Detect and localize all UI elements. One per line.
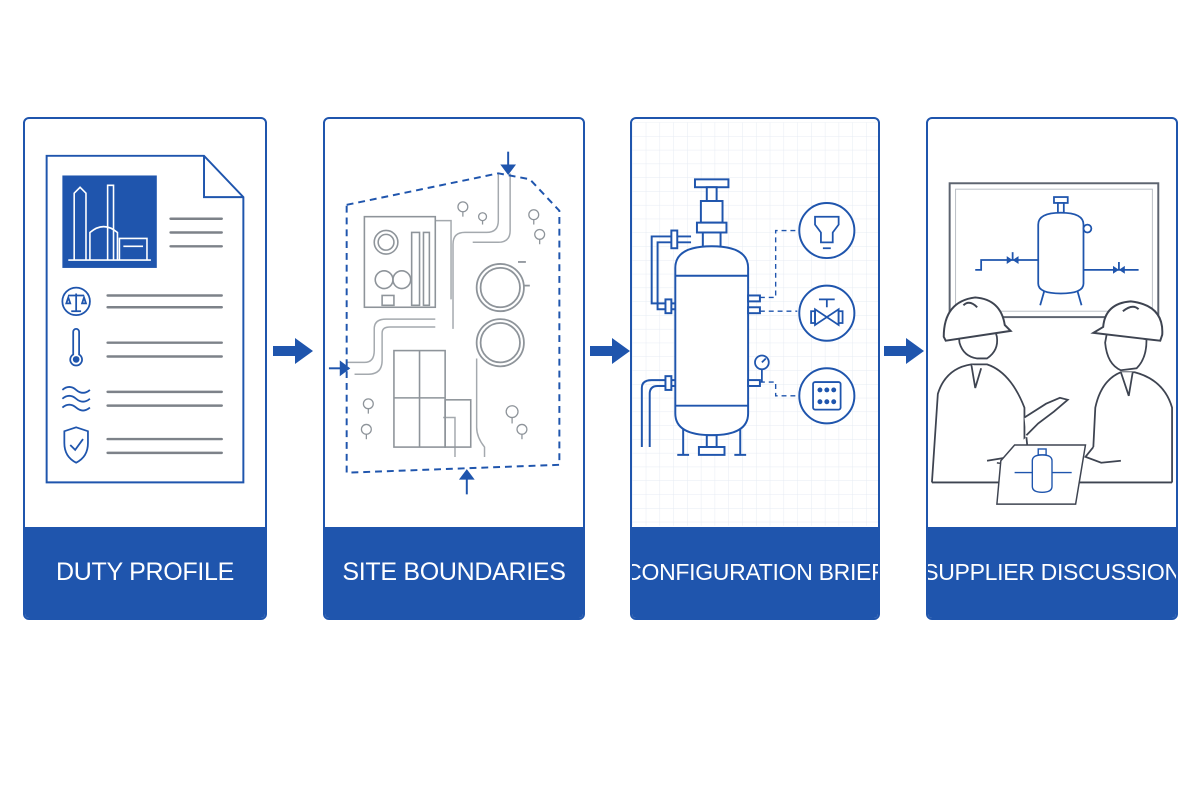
scale-icon xyxy=(61,286,91,317)
arrow-down-icon xyxy=(500,151,517,175)
valve-icon xyxy=(798,284,856,342)
supplier-discussion-illustration xyxy=(928,119,1176,529)
filter-icon xyxy=(798,201,856,260)
step-card-configuration-brief: CONFIGURATION BRIEF xyxy=(630,117,880,620)
tree-icon xyxy=(360,201,546,440)
duty-profile-illustration xyxy=(25,119,265,529)
site-plan-icon xyxy=(328,151,561,495)
arrow-up-icon xyxy=(458,469,475,495)
document-icon xyxy=(45,154,245,484)
waves-icon xyxy=(61,386,91,412)
flow-arrow-icon xyxy=(882,336,926,366)
step-label: CONFIGURATION BRIEF xyxy=(632,527,878,618)
step-card-site-boundaries: SITE BOUNDARIES xyxy=(323,117,585,620)
shield-check-icon xyxy=(63,426,89,464)
configuration-brief-illustration xyxy=(632,119,878,529)
vessel-icon xyxy=(632,122,878,526)
step-label: SUPPLIER DISCUSSION xyxy=(928,527,1176,618)
arrow-right-icon xyxy=(328,360,351,377)
thermometer-icon xyxy=(69,328,83,367)
engineer-icon xyxy=(1084,317,1173,483)
step-label: DUTY PROFILE xyxy=(25,527,265,618)
step-label: SITE BOUNDARIES xyxy=(325,527,583,618)
flow-arrow-icon xyxy=(588,336,632,366)
plant-icon xyxy=(62,175,157,268)
hard-hat-icon xyxy=(1090,300,1164,342)
flow-arrow-icon xyxy=(271,336,315,366)
hard-hat-icon xyxy=(942,296,1013,342)
step-card-supplier-discussion: SUPPLIER DISCUSSION xyxy=(926,117,1178,620)
control-panel-icon xyxy=(798,367,856,425)
drawing-icon xyxy=(996,444,1087,505)
gauge-icon xyxy=(754,354,770,383)
step-card-duty-profile: DUTY PROFILE xyxy=(23,117,267,620)
site-boundaries-illustration xyxy=(325,119,583,529)
whiteboard-icon xyxy=(948,182,1160,319)
